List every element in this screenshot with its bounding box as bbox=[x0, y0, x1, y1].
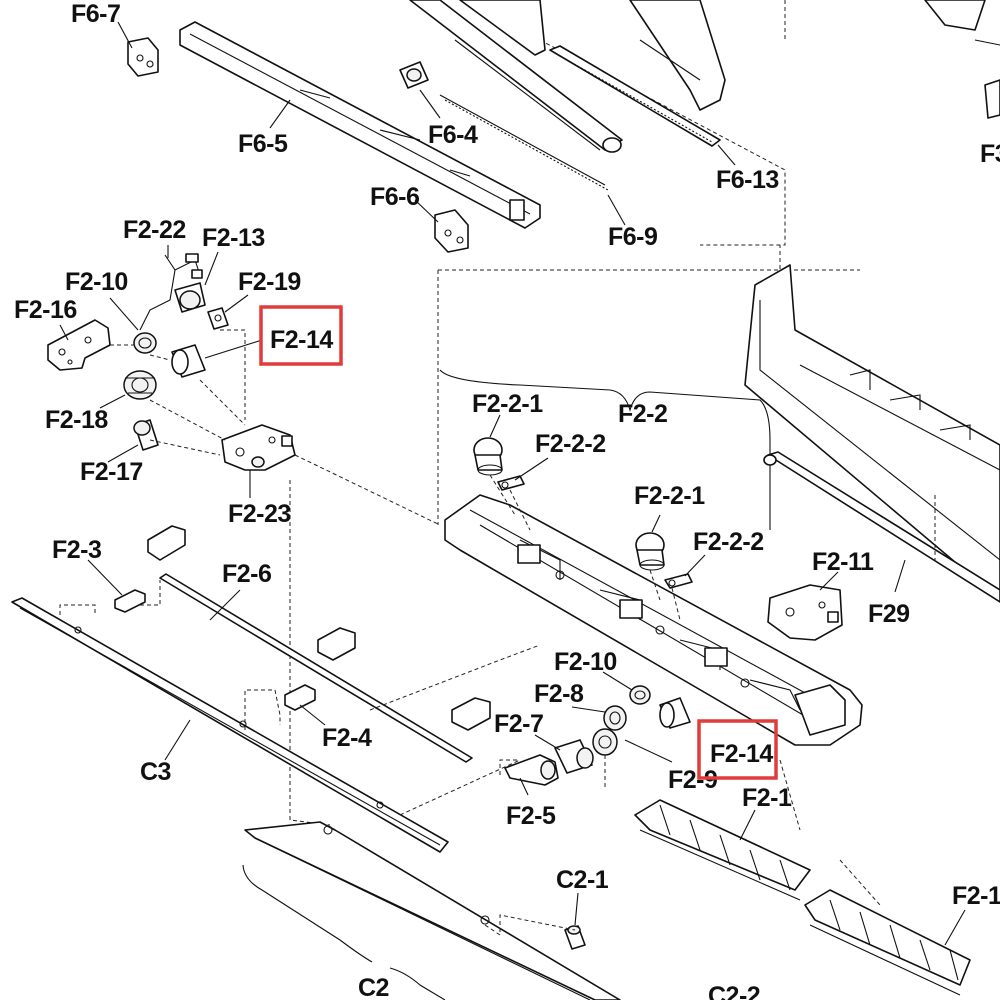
label-f6-7: F6-7 bbox=[71, 0, 120, 28]
f6-13-strip-part bbox=[549, 45, 721, 147]
label-f2-13: F2-13 bbox=[202, 224, 265, 252]
label-f6-5: F6-5 bbox=[238, 130, 288, 158]
label-c2-2: C2-2 bbox=[708, 982, 760, 1000]
label-f6-13: F6-13 bbox=[716, 166, 779, 194]
f2-2-2-spring-a-part bbox=[497, 475, 525, 491]
f6-6-bracket-part bbox=[434, 209, 469, 253]
label-f2-9: F2-9 bbox=[668, 766, 717, 794]
f2-18-gear-part bbox=[123, 370, 157, 400]
f6-group-boundary bbox=[539, 0, 786, 246]
f2-7-shaft-part bbox=[554, 739, 594, 774]
label-f2-22: F2-22 bbox=[123, 216, 186, 244]
bracket-lower-part bbox=[451, 697, 491, 731]
label-f2-19: F2-19 bbox=[238, 268, 301, 296]
f2-9-gear-part bbox=[592, 728, 618, 756]
label-f6-6: F6-6 bbox=[370, 183, 419, 211]
f2-14-roller-top-part bbox=[171, 344, 206, 378]
label-f2-1-b: F2-1 bbox=[952, 882, 1000, 910]
label-f2-10-top: F2-10 bbox=[65, 268, 128, 296]
label-f29: F29 bbox=[868, 600, 910, 628]
f2-22-harness-part bbox=[139, 253, 203, 331]
f2-10-gear-top-part bbox=[133, 332, 157, 354]
label-f3: F3 bbox=[980, 140, 1000, 168]
label-f2-18: F2-18 bbox=[45, 406, 108, 434]
f2-6-rod-part bbox=[159, 573, 473, 763]
highlight-box-f2-14-top bbox=[259, 305, 343, 366]
label-f6-4: F6-4 bbox=[428, 121, 478, 149]
f2-2-group-bracket bbox=[439, 369, 771, 530]
f3-part bbox=[924, 0, 1000, 119]
f2-5-clip-part bbox=[504, 754, 559, 786]
roller-part bbox=[409, 0, 623, 153]
label-f2-2-1-b: F2-2-1 bbox=[634, 482, 705, 510]
f2-1-comb-a-part bbox=[634, 799, 811, 901]
f2-2-1-knob-a-part bbox=[473, 437, 503, 476]
label-f2-3: F2-3 bbox=[52, 536, 101, 564]
f2-4-clip-part bbox=[284, 684, 316, 711]
f2-23-assembly-part bbox=[221, 424, 296, 471]
f2-17-shaft-part bbox=[133, 419, 159, 451]
label-f2-17: F2-17 bbox=[80, 458, 143, 486]
label-f2-14-top: F2-14 bbox=[270, 326, 333, 354]
f2-11-assembly-part bbox=[767, 584, 843, 641]
f2-8-gear-part bbox=[603, 705, 627, 731]
f2-2-1-knob-b-part bbox=[635, 532, 665, 571]
f2-14-roller-bottom-part bbox=[659, 697, 691, 729]
upper-rail-part bbox=[459, 0, 726, 111]
label-f2-16: F2-16 bbox=[14, 296, 77, 324]
label-f2-7: F2-7 bbox=[494, 710, 543, 738]
label-f2-4: F2-4 bbox=[322, 724, 372, 752]
bracket-middle-part bbox=[317, 627, 356, 661]
bracket-upper-part bbox=[147, 525, 186, 561]
f2-2-2-spring-b-part bbox=[664, 573, 693, 589]
f2-3-clip-part bbox=[114, 589, 146, 613]
f6-4-gear-part bbox=[399, 61, 429, 89]
label-f2-2: F2-2 bbox=[618, 400, 667, 428]
f29-rail-part bbox=[763, 451, 1000, 603]
highlight-box-f2-14-bottom bbox=[697, 719, 778, 780]
label-f2-23: F2-23 bbox=[228, 500, 291, 528]
label-f2-6: F2-6 bbox=[222, 560, 271, 588]
label-c2: C2 bbox=[358, 974, 389, 1000]
f2-13-motor-part bbox=[174, 282, 206, 313]
c3-plate-part bbox=[11, 597, 449, 853]
label-f2-2-2-b: F2-2-2 bbox=[693, 528, 764, 556]
f2-16-bracket-part bbox=[47, 319, 111, 371]
f2-2-main-frame-part bbox=[444, 494, 863, 746]
f2-1-comb-b-part bbox=[804, 889, 971, 996]
f6-5-frame-part bbox=[179, 21, 541, 229]
label-c2-1: C2-1 bbox=[556, 866, 609, 894]
label-f2-2-1-a: F2-2-1 bbox=[472, 390, 543, 418]
f2-10-gear-bottom-part bbox=[629, 685, 651, 705]
label-f2-8: F2-8 bbox=[534, 680, 584, 708]
c2-plate-part bbox=[244, 821, 621, 1000]
f6-7-bracket-part bbox=[127, 37, 159, 77]
label-f2-5: F2-5 bbox=[506, 802, 556, 830]
label-f2-14-bottom: F2-14 bbox=[710, 740, 773, 768]
f2-19-pin-part bbox=[207, 307, 229, 330]
label-f2-11: F2-11 bbox=[812, 548, 874, 576]
label-f2-10-bottom: F2-10 bbox=[554, 648, 617, 676]
label-f2-1-a: F2-1 bbox=[742, 784, 792, 812]
f6-9-rod-part bbox=[439, 94, 606, 186]
c2-group-bracket bbox=[242, 864, 373, 963]
label-f6-9: F6-9 bbox=[608, 223, 657, 251]
label-c3: C3 bbox=[140, 758, 171, 786]
c2-1-screw-part bbox=[564, 925, 586, 950]
label-f2-2-2-a: F2-2-2 bbox=[535, 430, 606, 458]
f29-frame-part bbox=[744, 264, 1000, 601]
